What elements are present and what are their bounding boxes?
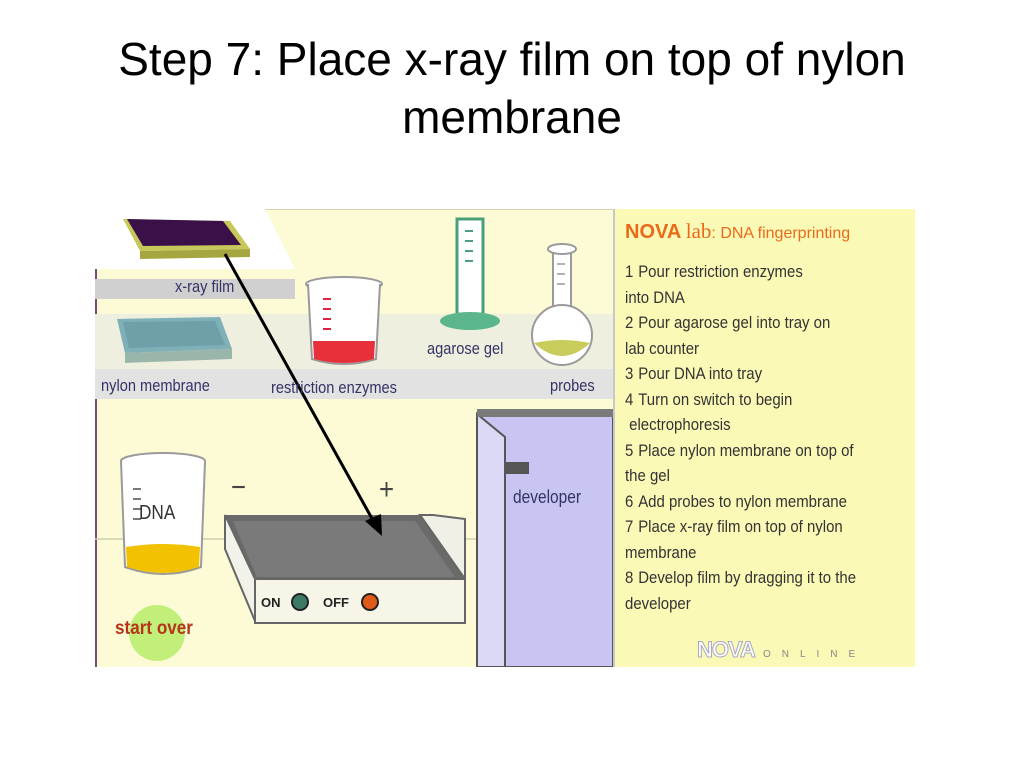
- lab-bench-scene: [95, 209, 613, 667]
- nylon-membrane-icon[interactable]: [117, 317, 232, 363]
- step-text: Place nylon membrane on top of the gel: [625, 440, 854, 486]
- step-text: Add probes to nylon membrane: [638, 491, 847, 511]
- step-text: Turn on switch to begin electrophoresis: [629, 389, 793, 435]
- probes-flask-icon[interactable]: [531, 243, 593, 366]
- lab-word: lab: [685, 219, 712, 243]
- nova-online-brand: NOVA: [697, 637, 757, 663]
- restriction-enzymes-beaker-icon[interactable]: [305, 276, 383, 365]
- step-number: 8: [625, 568, 634, 587]
- restriction-enzymes-label: restriction enzymes: [271, 378, 397, 397]
- upper-shelf-edge: [95, 279, 295, 299]
- sim-left-border: [95, 209, 97, 667]
- xray-film-label: x-ray film: [175, 277, 235, 296]
- step-text: Place x-ray film on top of nylon membran…: [625, 517, 843, 562]
- sim-top-border: [95, 209, 915, 210]
- step-number: 7: [625, 517, 634, 536]
- on-switch-label: ON: [261, 595, 281, 610]
- agarose-gel-label: agarose gel: [427, 339, 504, 358]
- dna-beaker-icon[interactable]: [120, 452, 206, 575]
- online-word: ONLINE: [762, 649, 867, 660]
- nova-brand: NOVA: [625, 221, 682, 243]
- off-switch-button[interactable]: [361, 593, 379, 611]
- step-text: Pour agarose gel into tray on lab counte…: [625, 313, 831, 358]
- step-text: Pour DNA into tray: [638, 364, 763, 383]
- step-number: 4: [625, 389, 634, 409]
- step-number: 2: [625, 313, 634, 332]
- off-switch-label: OFF: [323, 595, 349, 610]
- annotation-arrow: [223, 253, 382, 536]
- step-number: 3: [625, 364, 634, 383]
- start-over-glow: [129, 605, 185, 661]
- negative-electrode-label: −: [231, 471, 247, 504]
- panel-title: NOVA lab: DNA fingerprinting: [625, 219, 850, 244]
- nylon-membrane-label: nylon membrane: [101, 376, 210, 395]
- positive-electrode-label: +: [379, 473, 395, 506]
- slide-title: Step 7: Place x-ray film on top of nylon…: [118, 33, 906, 143]
- on-switch-button[interactable]: [291, 593, 309, 611]
- electrophoresis-tray[interactable]: [224, 514, 466, 624]
- shelf-front: [95, 369, 613, 399]
- panel-subtitle: : DNA fingerprinting: [711, 225, 851, 242]
- start-over-button[interactable]: start over: [115, 618, 193, 639]
- step-text: Pour restriction enzymes into DNA: [625, 262, 803, 307]
- developer-label: developer: [513, 487, 581, 507]
- step-number: 5: [625, 440, 634, 460]
- nova-online-logo: NOVA ONLINE: [697, 637, 866, 663]
- dna-label: DNA: [139, 502, 176, 524]
- agarose-gel-cylinder-icon[interactable]: [440, 217, 500, 330]
- step-number: 1: [625, 262, 634, 281]
- nova-lab-simulation: x-ray film nylon membrane restriction en…: [95, 209, 915, 667]
- step-text: Develop film by dragging it to the devel…: [625, 568, 857, 613]
- step-number: 6: [625, 491, 634, 511]
- xray-film-icon[interactable]: [123, 219, 250, 259]
- probes-label: probes: [550, 376, 595, 395]
- developer-box[interactable]: [476, 409, 613, 667]
